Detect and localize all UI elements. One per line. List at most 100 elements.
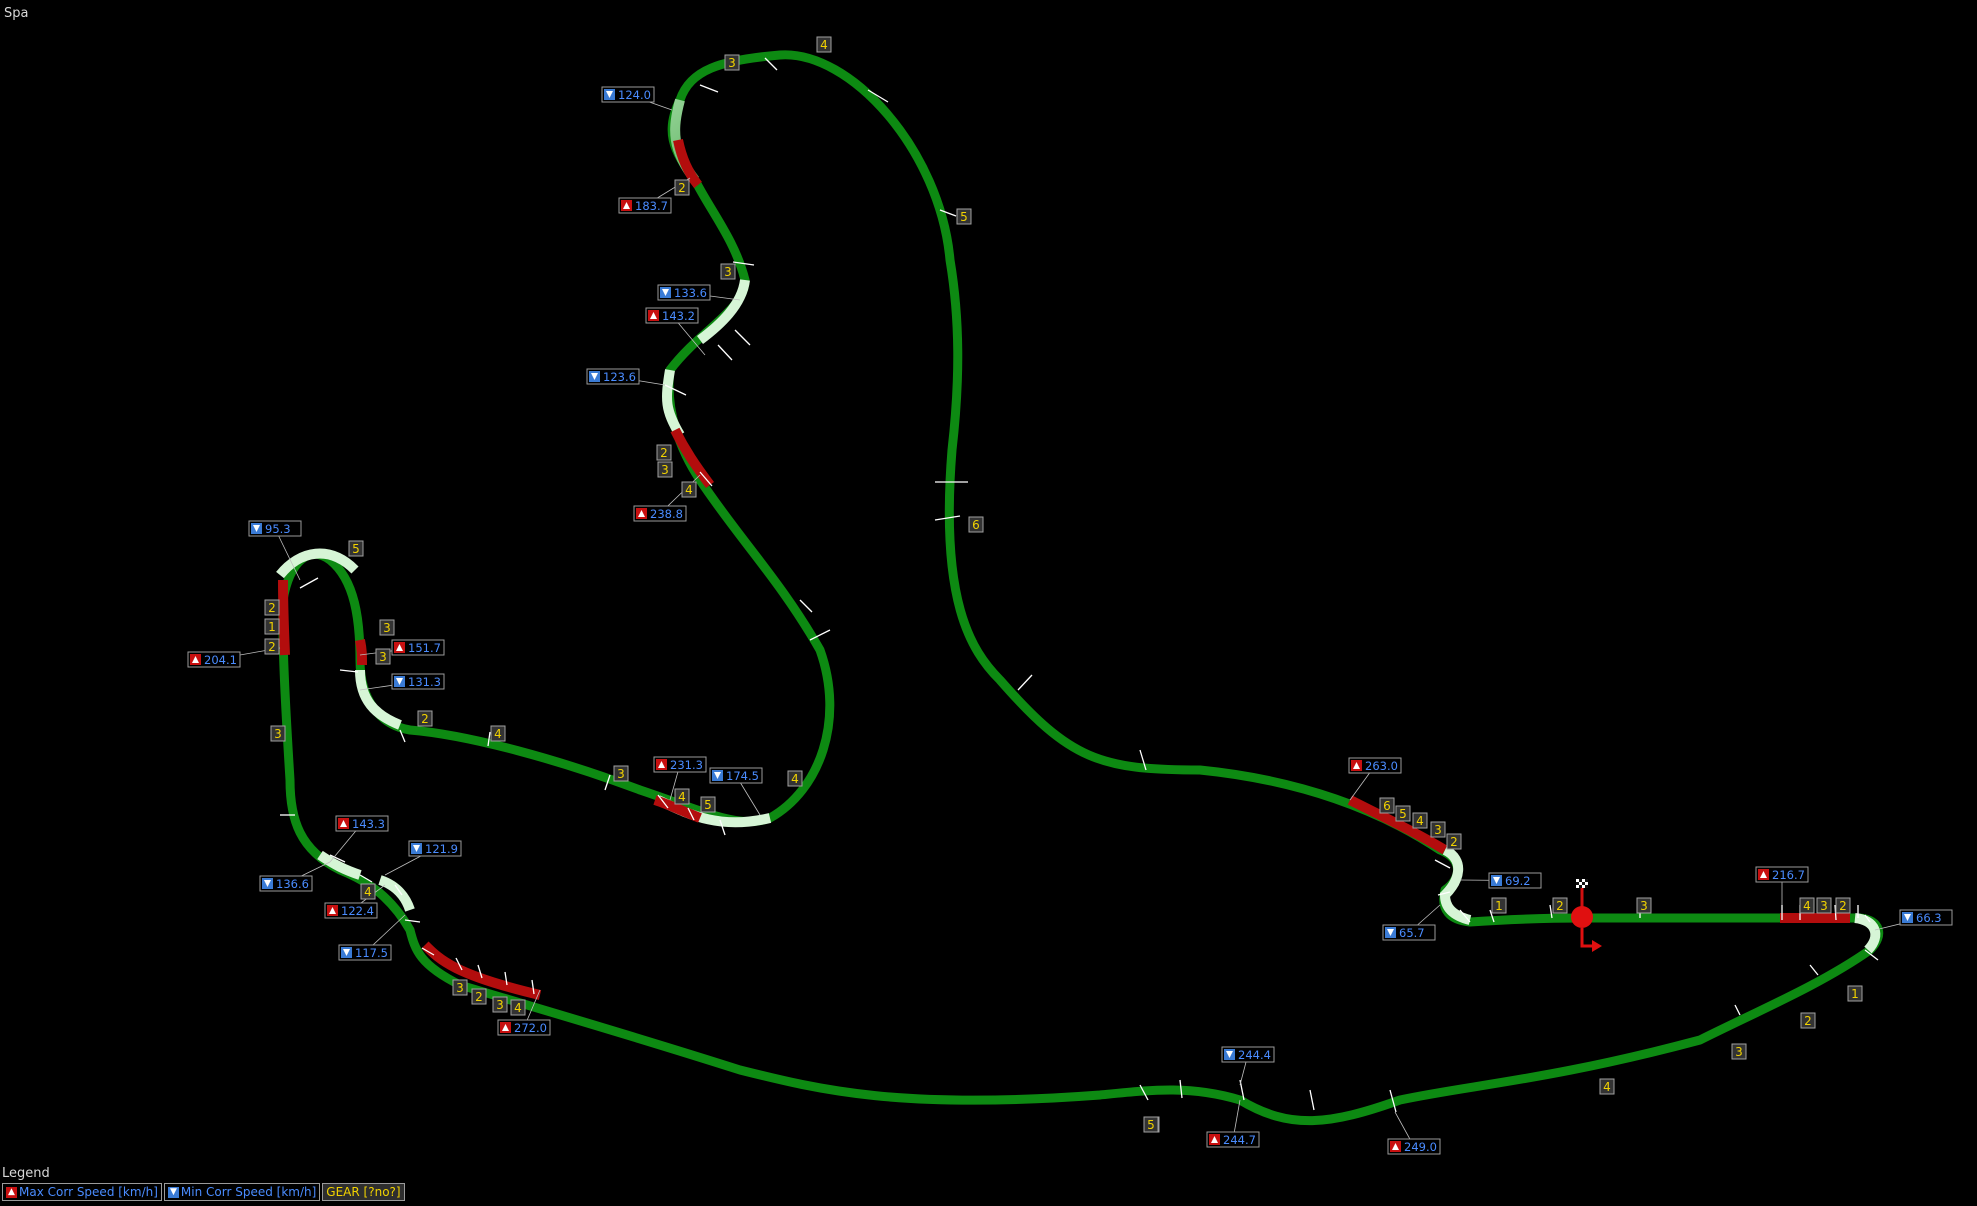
triangle-glyph <box>264 880 271 887</box>
gear-value: 3 <box>383 621 391 635</box>
legend-max-speed-label: Max Corr Speed [km/h] <box>19 1185 158 1199</box>
gear-label: 3 <box>613 765 629 782</box>
speed-value: 183.7 <box>635 199 668 213</box>
start-finish-marker <box>1571 879 1602 952</box>
track-tick-mark <box>455 957 463 971</box>
max-speed-label: 216.7 <box>1755 866 1809 905</box>
gear-label-box <box>1412 812 1428 829</box>
gear-label-box <box>490 725 506 742</box>
min-speed-label: 65.7 <box>1382 904 1441 941</box>
track-tick-mark <box>299 577 319 589</box>
gear-value: 4 <box>791 772 799 786</box>
min-speed-label: 121.9 <box>384 840 462 876</box>
gear-label: 3 <box>1636 897 1652 914</box>
track-segment-turn-7 <box>317 850 362 880</box>
gear-label: 2 <box>471 988 487 1005</box>
triangle-glyph <box>396 678 403 685</box>
gear-value: 4 <box>364 885 372 899</box>
max-speed-label: 249.0 <box>1387 1111 1441 1155</box>
legend-title: Legend <box>2 1166 50 1181</box>
gear-value: 6 <box>1383 799 1391 813</box>
triangle-glyph <box>650 312 657 319</box>
gear-value: 2 <box>1556 899 1564 913</box>
gear-label-box <box>360 883 376 900</box>
gear-value: 4 <box>820 38 828 52</box>
gear-label-box <box>1379 797 1395 814</box>
track-tick-mark <box>699 471 713 487</box>
track-segment-turn-3 <box>662 369 685 438</box>
gear-label: 3 <box>452 979 468 996</box>
gear-label: 2 <box>1446 833 1462 850</box>
gear-label-box <box>956 208 972 225</box>
gear-label: 2 <box>674 179 690 196</box>
gear-label-box <box>264 638 280 655</box>
track-tick-mark <box>664 384 687 396</box>
gear-label-box <box>264 618 280 635</box>
min-speed-label: 244.4 <box>1221 1046 1275 1086</box>
min-speed-label: 133.6 <box>657 284 741 301</box>
speed-value: 143.2 <box>662 309 695 323</box>
gear-label-box <box>1800 1012 1816 1029</box>
track-tick-mark <box>764 57 778 71</box>
gear-label-box <box>724 54 740 71</box>
track-tick-mark <box>1139 1084 1149 1101</box>
speed-value: 65.7 <box>1399 926 1425 940</box>
gear-value: 4 <box>678 790 686 804</box>
track-tick-mark <box>1139 749 1147 771</box>
gear-label: 3 <box>379 619 395 636</box>
triangle-glyph <box>1353 762 1360 769</box>
track-tick-mark <box>421 947 435 956</box>
gear-label-box <box>656 444 672 461</box>
min-speed-label: 66.3 <box>1874 909 1953 931</box>
gear-label: 4 <box>1799 897 1815 914</box>
speed-value: 244.4 <box>1238 1048 1271 1062</box>
track-tick-mark <box>604 774 611 791</box>
track-segment-braking-1 <box>673 138 702 189</box>
track-tick-mark <box>657 794 669 809</box>
gear-label: 4 <box>816 36 832 53</box>
gear-value: 2 <box>1839 899 1847 913</box>
max-speed-label: 231.3 <box>653 756 707 801</box>
gear-label: 1 <box>1847 985 1863 1002</box>
triangle-glyph <box>1392 1143 1399 1150</box>
gear-label-box <box>1395 805 1411 822</box>
flag-cell <box>1576 885 1579 888</box>
gear-value: 5 <box>1399 807 1407 821</box>
flag-cell <box>1582 885 1585 888</box>
gear-label: 4 <box>1599 1078 1615 1095</box>
gear-value: 2 <box>678 181 686 195</box>
gear-value: 3 <box>456 981 464 995</box>
gear-label: 4 <box>490 725 506 742</box>
track-segment-braking-5 <box>653 795 702 823</box>
gear-label: 3 <box>720 263 736 280</box>
gear-label-box <box>1731 1043 1747 1060</box>
speed-value: 143.3 <box>352 817 385 831</box>
track-tick-mark <box>477 964 483 979</box>
track-tick-mark <box>1437 891 1451 896</box>
gear-value: 3 <box>724 265 732 279</box>
max-speed-label: 244.7 <box>1206 1099 1260 1148</box>
track-tick-mark <box>1179 1079 1183 1099</box>
track-centerline <box>278 50 1884 1126</box>
speed-value: 216.7 <box>1772 868 1805 882</box>
triangle-glyph <box>1226 1051 1233 1058</box>
gear-label-box <box>1599 1078 1615 1095</box>
speed-value: 69.2 <box>1505 874 1531 888</box>
gear-label-box <box>1446 833 1462 850</box>
arrow-head <box>1592 940 1602 952</box>
track-segment-turn-10 <box>1854 913 1881 954</box>
gear-label-box <box>816 36 832 53</box>
speed-value: 174.5 <box>726 769 759 783</box>
gear-value: 3 <box>379 650 387 664</box>
speed-value: 123.6 <box>603 370 636 384</box>
gear-value: 3 <box>1434 823 1442 837</box>
gear-label-box <box>1552 897 1568 914</box>
track-tick-mark <box>1549 904 1553 919</box>
gear-value: 3 <box>496 998 504 1012</box>
flag-cell <box>1576 879 1579 882</box>
gear-value: 5 <box>352 542 360 556</box>
track-tick-mark <box>732 261 755 266</box>
gear-label: 3 <box>270 725 286 742</box>
direction-arrow-icon <box>1580 928 1594 948</box>
track-segment-turn-2 <box>696 279 750 344</box>
